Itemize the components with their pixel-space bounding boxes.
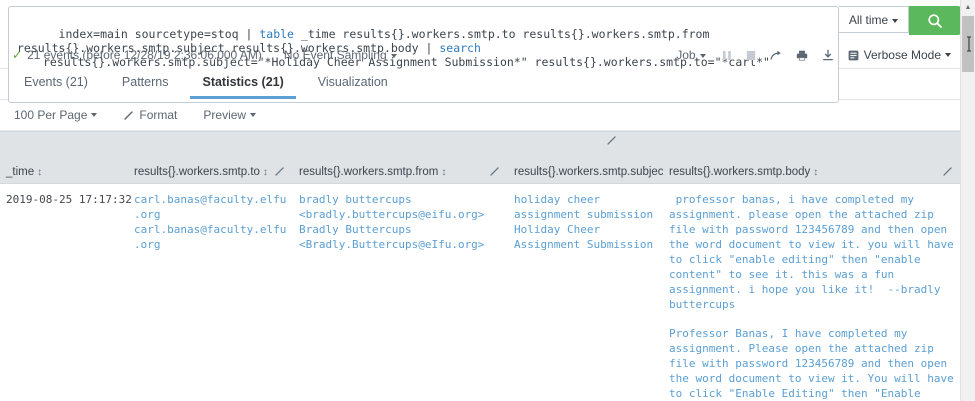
value-link[interactable]: carl.banas@faculty.elfu.org [134,223,287,251]
statistics-table: _time↕ results{}.workers.smtp.to↕ result… [0,131,961,401]
chevron-down-icon [945,53,951,57]
chevron-down-icon [390,53,397,58]
column-label-to: results{}.workers.smtp.to [134,166,260,178]
cell-body: professor banas, i have completed my ass… [663,183,961,401]
browser-scrollbar[interactable]: ▲ [960,0,975,401]
sort-icon[interactable]: ↕ [813,167,819,178]
search-mode-dropdown[interactable]: Verbose Mode [848,48,951,62]
time-range-picker[interactable]: All time [839,6,909,33]
value-link[interactable]: holiday cheer assignment submission [514,193,654,221]
search-icon [928,13,942,28]
sort-icon[interactable]: ↕ [37,167,43,178]
column-header-body[interactable]: results{}.workers.smtp.body↕ [663,131,961,184]
event-sampling-dropdown[interactable]: No Event Sampling [284,48,397,62]
preview-dropdown[interactable]: Preview [203,108,257,122]
format-button[interactable]: Format [123,108,177,122]
stop-icon[interactable] [746,50,756,61]
table-row: 2019-08-25 17:17:32 carl.banas@faculty.e… [0,183,961,401]
search-keyword-table: table [259,27,294,41]
pencil-icon[interactable] [606,135,617,146]
pencil-icon[interactable] [489,166,500,177]
chevron-down-icon [91,113,98,117]
event-sampling-label: No Event Sampling [283,48,387,62]
search-bar-row: index=main sourcetype=stoq | table _time… [0,0,961,103]
run-search-button[interactable] [909,6,961,35]
tab-visualization[interactable]: Visualization [317,75,388,89]
event-count-label: 21 events (before 12/28/19 2:36:06.000 A… [27,48,262,62]
value-link[interactable]: carl.banas@faculty.elfu.org [134,193,287,221]
export-icon[interactable] [822,49,834,61]
search-query-line1-pre: index=main sourcetype=stoq | [58,27,260,41]
check-icon: ✓ [12,48,23,62]
column-header-to[interactable]: results{}.workers.smtp.to↕ [128,131,293,184]
column-header-time[interactable]: _time↕ [0,131,128,184]
table-header-row: _time↕ results{}.workers.smtp.to↕ result… [0,131,961,184]
scroll-up-arrow-icon[interactable]: ▲ [964,3,972,11]
per-page-label: 100 Per Page [14,108,88,122]
job-menu-button[interactable]: Job [676,48,706,62]
value-link[interactable]: professor banas, i have completed my ass… [669,193,961,311]
column-header-from[interactable]: results{}.workers.smtp.from↕ [293,131,508,184]
value-link[interactable]: <bradly.buttercups@eifu.org> [299,208,485,221]
share-icon[interactable] [770,50,782,61]
search-mode-label: Verbose Mode [863,48,941,62]
time-range-label: All time [848,13,889,27]
tab-statistics[interactable]: Statistics (21) [190,75,296,99]
job-label: Job [676,48,696,62]
chevron-down-icon [892,18,899,23]
value-link[interactable]: bradly buttercups [299,193,412,206]
chevron-down-icon [699,53,706,58]
statistics-table-wrapper: _time↕ results{}.workers.smtp.to↕ result… [0,131,961,401]
table-body: 2019-08-25 17:17:32 carl.banas@faculty.e… [0,183,961,401]
table-header: _time↕ results{}.workers.smtp.to↕ result… [0,131,961,184]
scroll-thumb[interactable] [962,16,974,72]
verbose-mode-icon [848,50,859,61]
value-link[interactable]: Professor Banas, I have completed my ass… [669,327,954,400]
value-link[interactable]: Bradly Buttercups [299,223,412,236]
column-label-time: _time [6,166,35,178]
column-label-from: results{}.workers.smtp.from [299,166,439,178]
pencil-icon[interactable] [942,166,953,177]
sort-icon[interactable]: ↕ [262,167,268,178]
value-link[interactable]: Holiday Cheer Assignment Submission [514,223,654,251]
preview-label: Preview [203,108,247,122]
value-link[interactable]: <Bradly.Buttercups@eIfu.org> [299,238,485,251]
results-control-row: 100 Per Page Format Preview [0,100,961,131]
sort-icon[interactable]: ↕ [441,167,447,178]
tab-events[interactable]: Events (21) [24,75,88,89]
cell-to: carl.banas@faculty.elfu.org carl.banas@f… [128,183,293,401]
format-label: Format [139,108,178,122]
print-icon[interactable] [796,50,808,61]
pencil-icon [123,110,134,121]
pause-icon[interactable] [722,50,732,61]
search-query-line1-post: _time results{}.workers.smtp.to results{… [17,27,724,55]
chevron-down-icon [250,113,257,117]
per-page-dropdown[interactable]: 100 Per Page [14,108,98,122]
search-query-line2: results{}.workers.smtp.subject="*Holiday… [43,55,770,69]
cell-subject: holiday cheer assignment submission Holi… [508,183,663,401]
cell-from: bradly buttercups <bradly.buttercups@eif… [293,183,508,401]
column-label-subject: results{}.workers.smtp.subject [514,166,667,178]
pencil-icon[interactable] [274,166,285,177]
cell-time: 2019-08-25 17:17:32 [0,183,132,401]
column-label-body: results{}.workers.smtp.body [669,166,811,178]
search-keyword-search: search [439,41,481,55]
column-header-subject[interactable]: results{}.workers.smtp.subject↕ [508,131,675,184]
tab-patterns[interactable]: Patterns [121,75,169,89]
